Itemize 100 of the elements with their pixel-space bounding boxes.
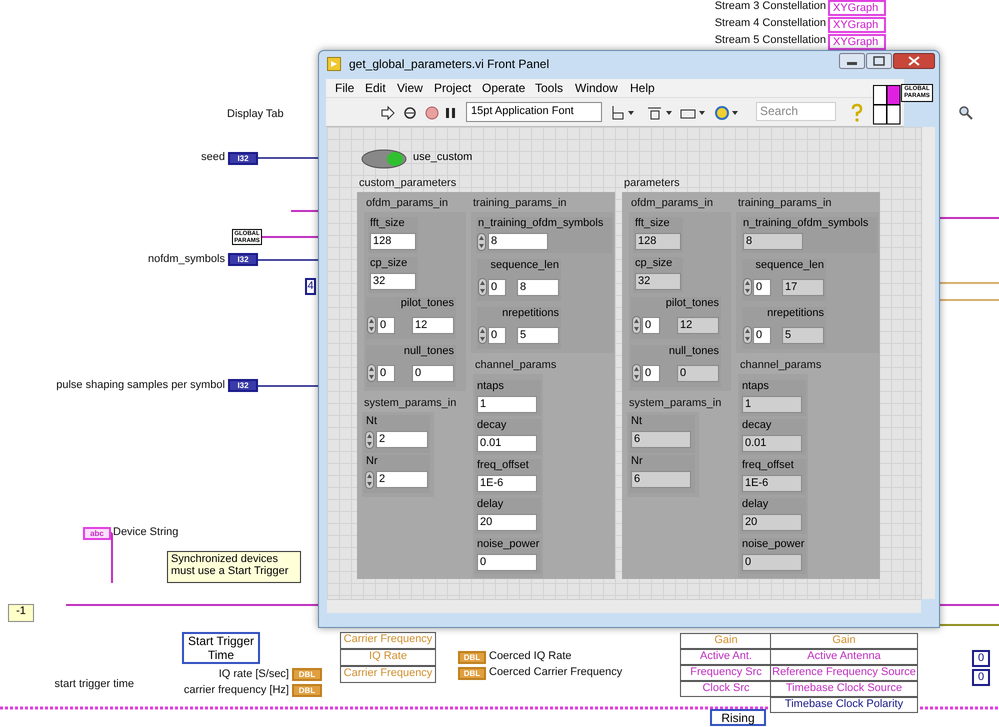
array-index-field: 0 xyxy=(488,279,506,296)
property-row: Carrier Frequency xyxy=(340,666,436,683)
ring-control: Start Trigger Time xyxy=(182,632,260,664)
comment-note: Synchronized devices must use a Start Trigger xyxy=(167,551,301,583)
numeric-control xyxy=(475,419,541,455)
cluster-label: training_params_in xyxy=(473,197,567,209)
numeric-terminal: I32 xyxy=(228,253,258,266)
text-label: seed xyxy=(201,151,225,163)
numeric-indicator-field: 6 xyxy=(631,431,691,448)
control-label: pilot_tones xyxy=(666,297,719,309)
numeric-field: 20 xyxy=(477,514,537,531)
control-label: nrepetitions xyxy=(767,307,824,319)
control-label: freq_offset xyxy=(742,459,794,471)
numeric-field: 0.01 xyxy=(477,435,537,452)
array-index-field: 0 xyxy=(642,365,660,382)
numeric-indicator-field: 5 xyxy=(782,327,824,344)
text-label: Coerced IQ Rate xyxy=(489,650,572,662)
property-row: Frequency Src xyxy=(680,665,772,681)
numeric-indicator xyxy=(631,345,721,387)
text-label: IQ rate [S/sec] xyxy=(218,668,289,680)
numeric-terminal: DBL xyxy=(292,668,322,681)
cluster-label: ofdm_params_in xyxy=(631,197,713,209)
numeric-control xyxy=(476,217,612,253)
array-index-field: 0 xyxy=(377,317,395,334)
cluster-label: training_params_in xyxy=(738,197,832,209)
numeric-indicator-field: 0.01 xyxy=(742,435,802,452)
numeric-terminal: DBL xyxy=(458,667,486,680)
numeric-field: 1 xyxy=(477,396,537,413)
cluster-panel xyxy=(622,177,880,579)
numeric-control xyxy=(475,380,541,416)
numeric-constant: 0 xyxy=(972,650,990,667)
control-label: decay xyxy=(742,419,772,431)
menu-item: Edit xyxy=(365,81,386,95)
property-row: Gain xyxy=(680,633,772,649)
numeric-control xyxy=(364,455,430,493)
numeric-field: 2 xyxy=(376,431,428,448)
control-label: fft_size xyxy=(635,217,670,229)
numeric-indicator xyxy=(629,415,695,453)
numeric-field: 1E-6 xyxy=(477,475,537,492)
array-index-field: 0 xyxy=(753,279,771,296)
cluster-panel xyxy=(357,177,615,579)
numeric-indicator xyxy=(629,455,695,493)
array-index-field: 0 xyxy=(753,327,771,344)
numeric-control xyxy=(475,538,541,574)
property-row: Reference Frequency Source xyxy=(770,665,918,681)
property-row: Timebase Clock Source xyxy=(770,681,918,697)
numeric-control xyxy=(368,257,418,293)
numeric-terminal: I32 xyxy=(228,152,258,165)
numeric-field: 2 xyxy=(376,471,428,488)
control-label: ntaps xyxy=(742,380,769,392)
property-row: IQ Rate xyxy=(340,649,436,666)
text-label: Stream 5 Constellation xyxy=(714,34,826,46)
control-label: n_training_ofdm_symbols xyxy=(743,217,868,229)
cluster-label: channel_params xyxy=(740,359,822,371)
menu-item: Operate xyxy=(482,81,526,95)
control-label: Nr xyxy=(366,455,378,467)
property-row: Active Ant. xyxy=(680,649,772,665)
array-index-field: 0 xyxy=(642,317,660,334)
text-label: pulse shaping samples per symbol xyxy=(56,379,225,391)
cluster-label: system_params_in xyxy=(364,397,456,409)
numeric-terminal: I32 xyxy=(228,379,258,392)
numeric-control xyxy=(366,297,456,339)
control-label: cp_size xyxy=(635,257,672,269)
cluster-label: system_params_in xyxy=(629,397,722,409)
control-label: noise_power xyxy=(477,538,540,550)
menu-item: File xyxy=(335,81,354,95)
graph-indicator-terminal: XYGraph xyxy=(828,0,886,16)
font-dropdown: 15pt Application Font xyxy=(466,102,602,122)
text-label: Stream 3 Constellation xyxy=(714,0,826,12)
property-row: Gain xyxy=(770,633,918,649)
control-label: decay xyxy=(477,419,506,431)
numeric-terminal: DBL xyxy=(292,684,322,697)
control-label: sequence_len xyxy=(490,259,559,271)
text-label: carrier frequency [Hz] xyxy=(184,684,289,696)
control-label: delay xyxy=(477,498,504,510)
numeric-indicator-field: 0 xyxy=(677,365,719,382)
numeric-indicator-field: 8 xyxy=(743,233,803,250)
cluster-label: channel_params xyxy=(475,359,556,371)
numeric-indicator-field: 6 xyxy=(631,471,691,488)
numeric-indicator-field: 1E-6 xyxy=(742,475,802,492)
cluster-panel xyxy=(629,197,731,391)
numeric-field: 0 xyxy=(412,365,454,382)
control-label: freq_offset xyxy=(477,459,529,471)
numeric-indicator-field: 17 xyxy=(782,279,824,296)
array-index-field: 0 xyxy=(377,365,395,382)
numeric-indicator-field: 0 xyxy=(742,554,802,571)
graph-indicator-terminal: XYGraph xyxy=(828,17,886,33)
cluster-panel xyxy=(471,197,614,353)
numeric-field: 8 xyxy=(517,279,559,296)
control-label: ntaps xyxy=(477,380,504,392)
graph-indicator-terminal: XYGraph xyxy=(828,34,886,50)
cluster-label: custom_parameters xyxy=(359,177,456,189)
numeric-indicator xyxy=(740,538,806,574)
string-terminal: abc xyxy=(83,527,111,540)
numeric-indicator xyxy=(633,257,683,293)
text-label: nofdm_symbols xyxy=(148,253,225,265)
control-label: use_custom xyxy=(413,151,472,163)
numeric-indicator xyxy=(741,217,877,253)
control-label: nrepetitions xyxy=(502,307,559,319)
text-label: Display Tab xyxy=(227,108,284,120)
